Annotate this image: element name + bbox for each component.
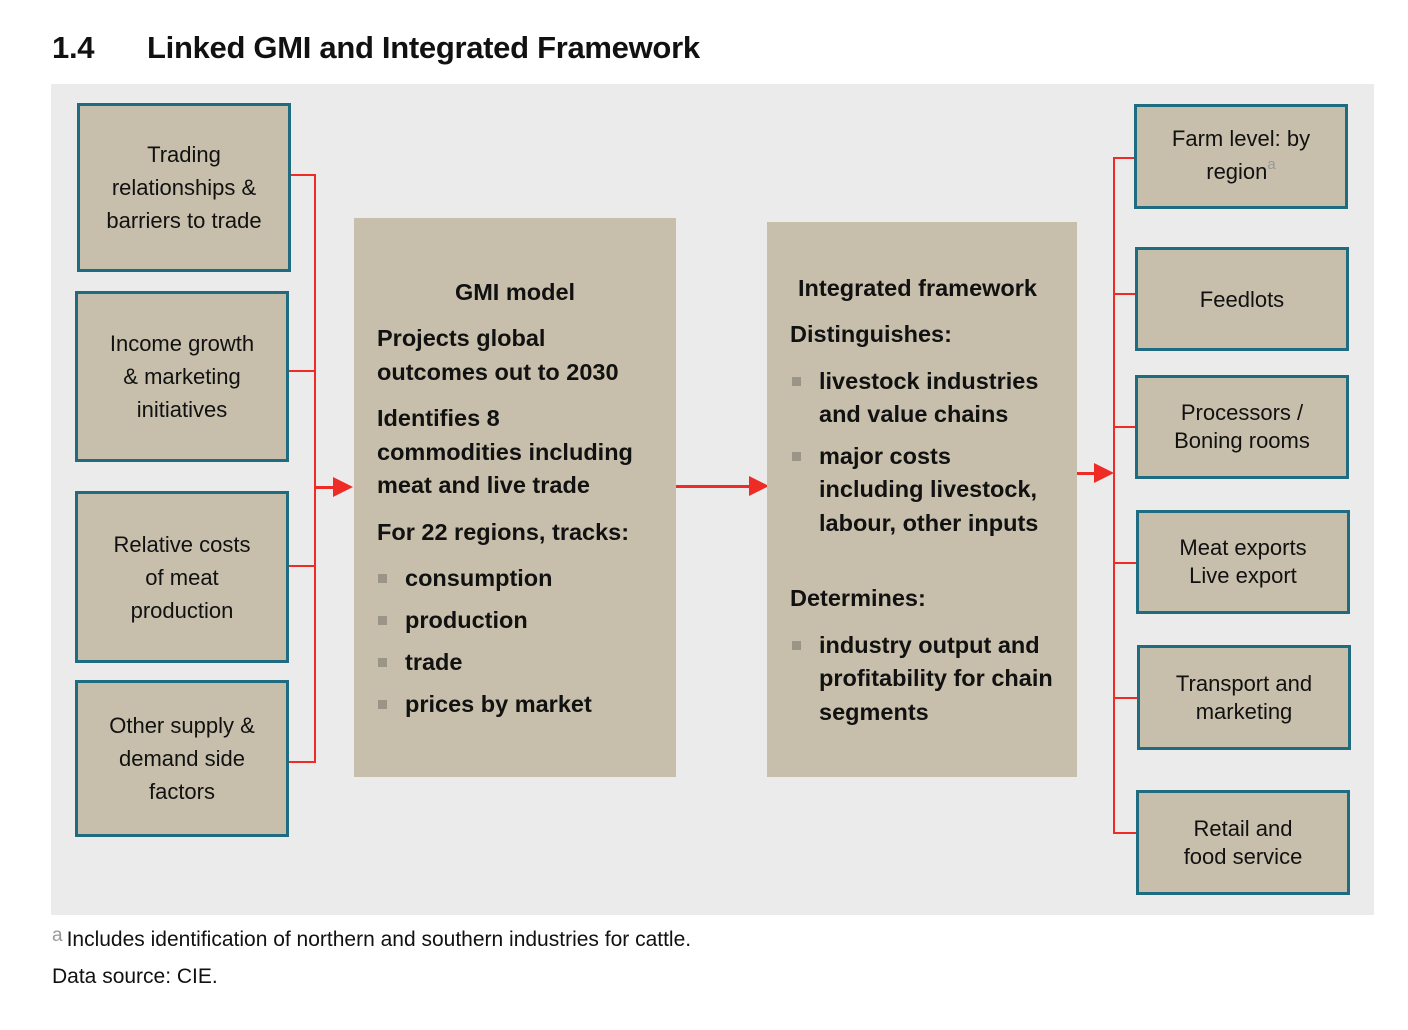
distinguishes-item-line: including livestock, bbox=[819, 476, 1038, 502]
connector-vertical bbox=[314, 174, 316, 763]
determines-item-line: segments bbox=[819, 699, 929, 725]
box-line: production bbox=[130, 597, 234, 623]
arrow-head bbox=[749, 476, 769, 496]
distinguishes-item-line: major costs bbox=[819, 443, 951, 469]
gmi-bullet-text: trade bbox=[405, 649, 463, 675]
gmi-para-line: commodities including bbox=[377, 439, 633, 465]
arrow-shaft bbox=[676, 485, 751, 488]
box-line: Other supply & bbox=[109, 713, 255, 738]
distinguishes-item-line: and value chains bbox=[819, 401, 1009, 427]
bullet-square-icon bbox=[378, 574, 387, 583]
determines-item-line: profitability for chain bbox=[819, 665, 1053, 691]
input-income-growth: Income growth & marketing initiatives bbox=[75, 291, 289, 462]
box-line: Trading bbox=[147, 142, 221, 167]
box-line: factors bbox=[148, 779, 215, 804]
distinguishes-item-line: labour, other inputs bbox=[819, 510, 1039, 536]
box-line: relationships & bbox=[111, 175, 257, 200]
data-source: Data source: CIE. bbox=[52, 965, 218, 988]
integrated-framework-box: Integrated framework Distinguishes: live… bbox=[767, 222, 1077, 777]
box-line: Transport and bbox=[1175, 670, 1313, 696]
box-line: Farm level: by bbox=[1171, 126, 1311, 151]
figure-title: Linked GMI and Integrated Framework bbox=[147, 30, 700, 65]
arrow-shaft bbox=[1077, 472, 1097, 475]
output-feedlots: Feedlots bbox=[1135, 247, 1349, 351]
footnote-marker: a bbox=[1267, 156, 1276, 173]
bullet-square-icon bbox=[792, 452, 801, 461]
connector bbox=[1113, 832, 1137, 834]
gmi-para-line: meat and live trade bbox=[377, 472, 590, 498]
gmi-para-line: Projects global bbox=[377, 325, 546, 351]
output-meat-exports: Meat exports Live export bbox=[1136, 510, 1350, 614]
gmi-bullet-text: prices by market bbox=[405, 691, 592, 717]
box-line: Income growth bbox=[109, 331, 255, 356]
integrated-title: Integrated framework bbox=[798, 275, 1037, 301]
bullet-square-icon bbox=[792, 377, 801, 386]
box-line: barriers to trade bbox=[106, 208, 262, 233]
footnote-marker: a bbox=[52, 925, 63, 946]
gmi-bullet: trade bbox=[378, 646, 462, 679]
box-line: Boning rooms bbox=[1174, 428, 1310, 453]
output-transport-marketing: Transport and marketing bbox=[1137, 645, 1351, 750]
gmi-model-box: GMI model Projects global outcomes out t… bbox=[354, 218, 676, 777]
arrow-head bbox=[1094, 463, 1114, 483]
arrow-head bbox=[333, 477, 353, 497]
connector bbox=[289, 565, 315, 567]
bullet-square-icon bbox=[378, 616, 387, 625]
arrow-shaft bbox=[315, 486, 335, 489]
input-trading-relationships: Trading relationships & barriers to trad… bbox=[77, 103, 291, 272]
gmi-bullet: consumption bbox=[378, 562, 553, 595]
input-relative-costs: Relative costs of meat production bbox=[75, 491, 289, 663]
connector bbox=[289, 370, 315, 372]
gmi-bullet: production bbox=[378, 604, 528, 637]
gmi-para-line: For 22 regions, tracks: bbox=[377, 519, 630, 545]
box-line: food service bbox=[1183, 843, 1303, 869]
determines-label: Determines: bbox=[790, 585, 926, 611]
connector bbox=[1113, 426, 1135, 428]
gmi-para-line: Identifies 8 bbox=[377, 405, 500, 431]
box-line: Feedlots bbox=[1199, 286, 1285, 312]
determines-item-line: industry output and bbox=[819, 632, 1040, 658]
gmi-bullet-text: consumption bbox=[405, 565, 553, 591]
box-line: initiatives bbox=[136, 397, 228, 422]
box-line: demand side bbox=[119, 746, 245, 771]
box-line: Processors / bbox=[1180, 400, 1304, 425]
box-line: Live export bbox=[1189, 563, 1297, 588]
gmi-bullet-text: production bbox=[405, 607, 528, 633]
gmi-para-line: outcomes out to 2030 bbox=[377, 359, 619, 385]
bullet-square-icon bbox=[378, 700, 387, 709]
footnote-text: Includes identification of northern and … bbox=[66, 928, 692, 951]
output-farm-level: Farm level: by regiona bbox=[1134, 104, 1348, 209]
gmi-title: GMI model bbox=[454, 279, 576, 305]
box-line: of meat bbox=[145, 564, 219, 590]
connector bbox=[289, 761, 315, 763]
box-line: marketing bbox=[1195, 698, 1293, 724]
box-line: & marketing bbox=[123, 364, 241, 389]
connector bbox=[1113, 697, 1137, 699]
connector bbox=[1113, 157, 1134, 159]
bullet-square-icon bbox=[792, 641, 801, 650]
distinguishes-label: Distinguishes: bbox=[790, 321, 952, 347]
box-line: Meat exports bbox=[1179, 535, 1307, 560]
bullet-square-icon bbox=[378, 658, 387, 667]
connector bbox=[1113, 562, 1136, 564]
gmi-bullet: prices by market bbox=[378, 688, 592, 721]
connector bbox=[291, 174, 315, 176]
input-other-factors: Other supply & demand side factors bbox=[75, 680, 289, 837]
box-line: Relative costs bbox=[113, 531, 251, 557]
distinguishes-item-line: livestock industries bbox=[819, 368, 1039, 394]
box-line: Retail and bbox=[1193, 815, 1293, 841]
output-processors: Processors / Boning rooms bbox=[1135, 375, 1349, 479]
figure-number: 1.4 bbox=[52, 30, 95, 65]
output-retail-food-service: Retail and food service bbox=[1136, 790, 1350, 895]
box-line: region bbox=[1206, 159, 1268, 184]
connector bbox=[1113, 293, 1135, 295]
connector-vertical bbox=[1113, 157, 1115, 834]
